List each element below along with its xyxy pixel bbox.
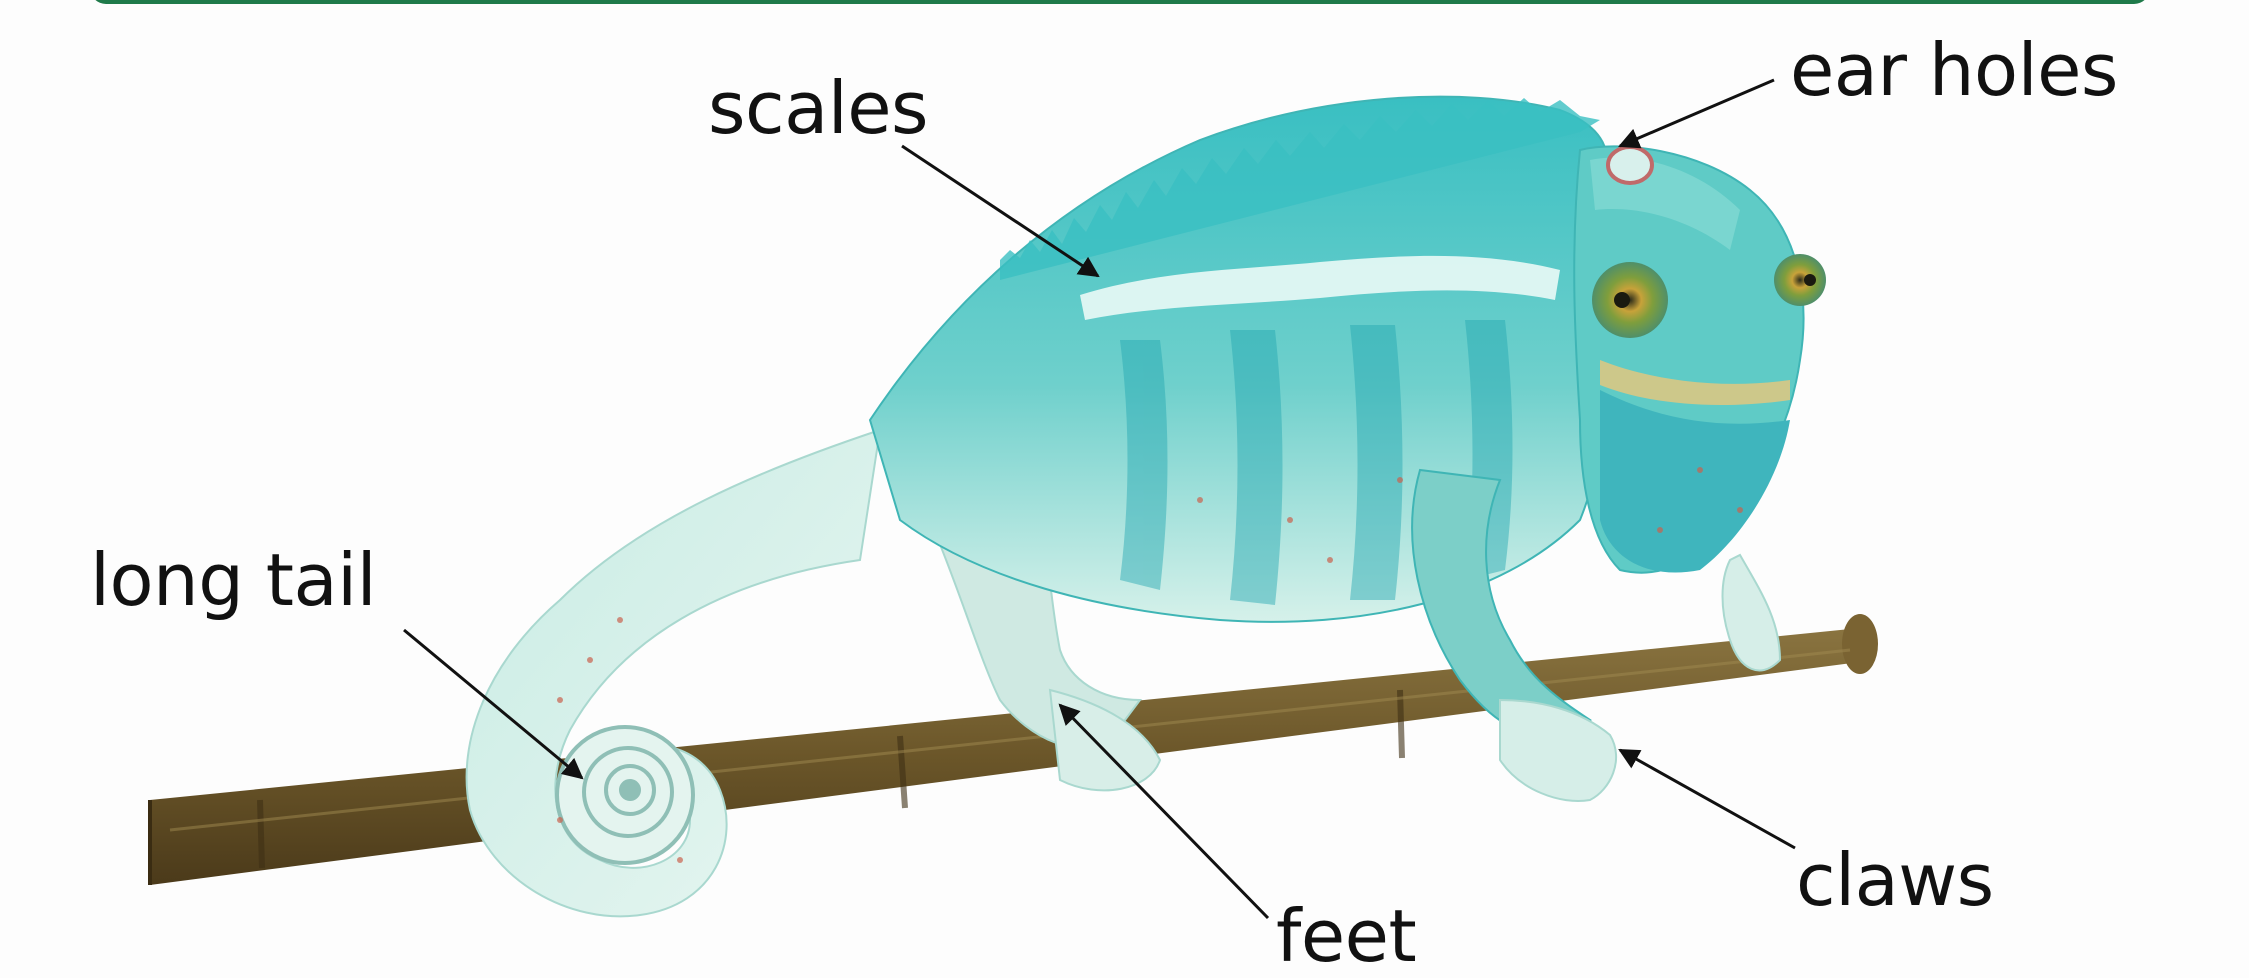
label-feet: feet	[1276, 900, 1416, 972]
top-banner-bar	[90, 0, 2150, 4]
pointer-ear-holes	[1620, 80, 1774, 146]
label-ear-holes: ear holes	[1790, 34, 2118, 106]
ear-hole	[1608, 147, 1652, 183]
label-long-tail: long tail	[90, 544, 376, 616]
eye-left	[1592, 262, 1668, 338]
head	[1574, 146, 1826, 670]
eye-right	[1774, 254, 1826, 306]
tail-spiral	[557, 727, 693, 863]
label-claws: claws	[1796, 844, 1994, 916]
pointer-scales	[902, 146, 1098, 276]
label-scales: scales	[708, 72, 928, 144]
pointer-claws	[1620, 750, 1795, 848]
